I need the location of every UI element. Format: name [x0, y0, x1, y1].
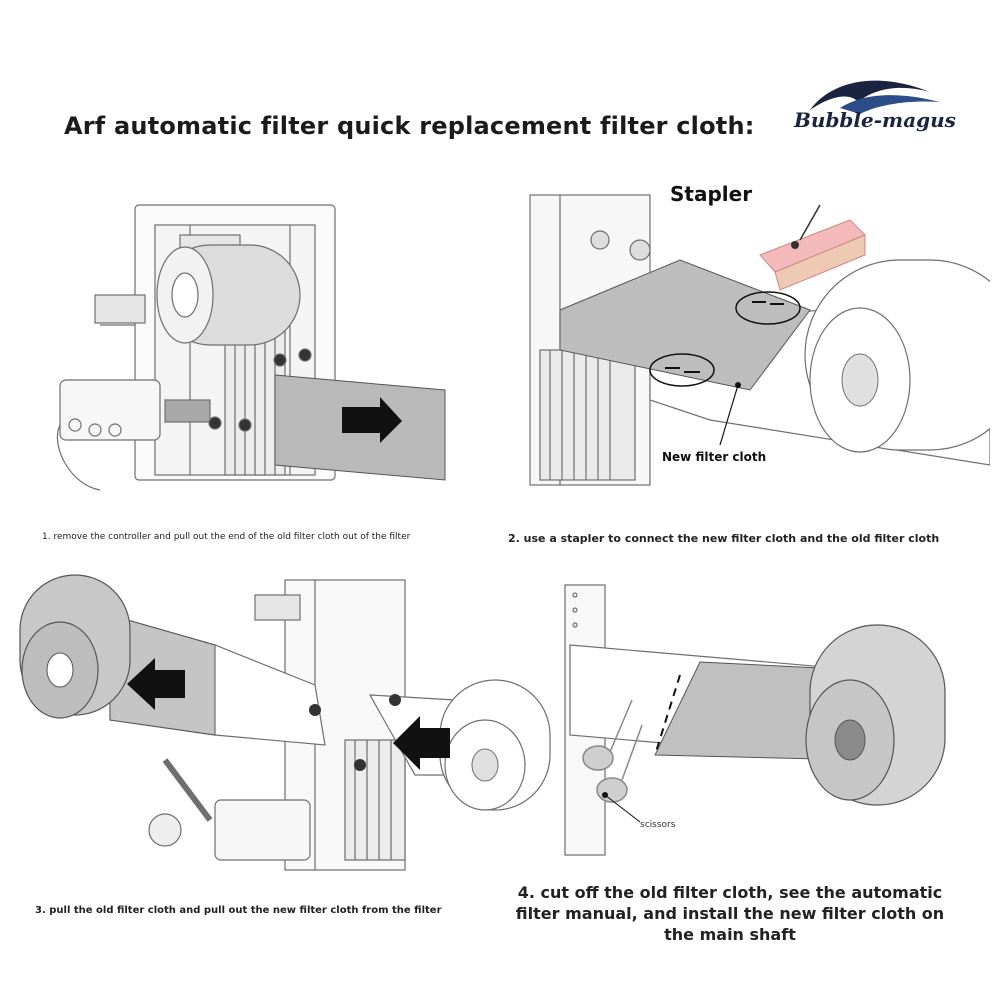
filter-unit-drawing: [56, 204, 446, 491]
step-3-caption: 3. pull the old filter cloth and pull ou…: [35, 905, 442, 916]
cut-cloth-drawing: [564, 584, 946, 856]
stapler-connection-drawing: [529, 194, 990, 486]
step-2-caption: 2. use a stapler to connect the new filt…: [508, 532, 940, 545]
step-4-caption: 4. cut off the old filter cloth, see the…: [515, 883, 945, 944]
step-1-illustration: [40, 185, 460, 495]
scissors-label: scissors: [640, 820, 676, 830]
wave-logo-icon: [810, 80, 940, 114]
new-filter-cloth-label: New filter cloth: [662, 450, 767, 464]
stapler-label: Stapler: [670, 182, 753, 206]
step-1-caption: 1. remove the controller and pull out th…: [42, 532, 411, 542]
step-3-illustration: [15, 560, 565, 880]
page-title: Arf automatic filter quick replacement f…: [64, 112, 755, 140]
step-2-illustration: Stapler New filter cloth: [520, 180, 990, 500]
pull-arrow-right-icon: [342, 397, 402, 443]
pull-arrow-left-icon: [127, 658, 185, 710]
step-4-illustration: scissors: [560, 580, 990, 870]
brand-logo-text: Bubble-magus: [794, 108, 956, 132]
pull-arrow-left-icon-2: [393, 716, 450, 770]
pull-cloth-drawing: [19, 574, 551, 871]
stapler-icon: [759, 204, 866, 291]
brand-logo: Bubble-magus: [780, 62, 970, 152]
